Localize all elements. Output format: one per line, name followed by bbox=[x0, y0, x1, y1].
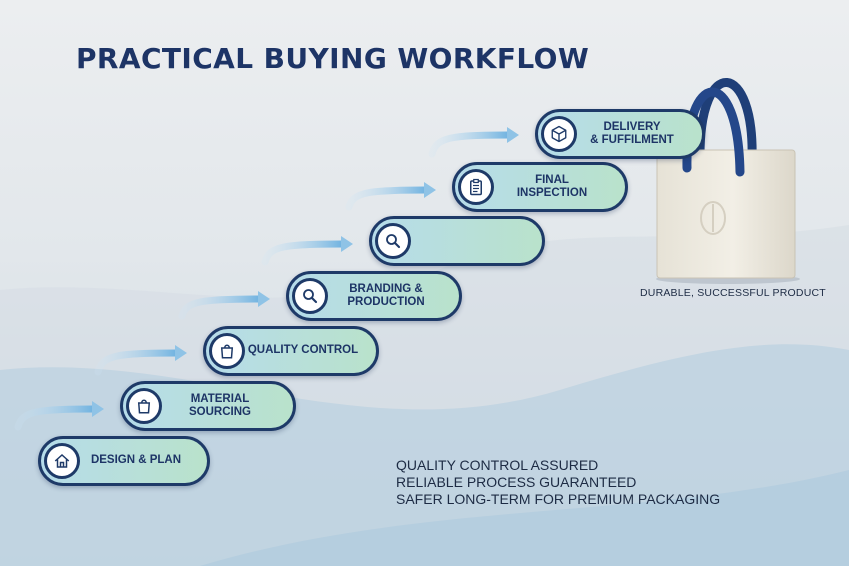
note-line: SAFER LONG-TERM FOR PREMIUM PACKAGING bbox=[396, 491, 721, 507]
step-arrow-head bbox=[258, 291, 270, 307]
step-label: QUALITY CONTROL bbox=[247, 344, 359, 357]
note-line: RELIABLE PROCESS GUARANTEED bbox=[396, 474, 637, 490]
magnifier-icon bbox=[375, 223, 411, 259]
step-blank bbox=[369, 216, 545, 266]
step-arrow bbox=[428, 131, 513, 158]
shopping-bag-icon bbox=[209, 333, 245, 369]
step-arrow bbox=[94, 349, 181, 376]
step-delivery-fulfilment: DELIVERY & FUFFILMENT bbox=[535, 109, 705, 159]
assurance-notes: QUALITY CONTROL ASSURED RELIABLE PROCESS… bbox=[396, 457, 720, 508]
step-arrow-head bbox=[175, 345, 187, 361]
step-final-inspection: FINAL INSPECTION bbox=[452, 162, 628, 212]
step-material-sourcing: MATERIAL SOURCING bbox=[120, 381, 296, 431]
step-label bbox=[410, 219, 528, 263]
step-arrow-head bbox=[341, 236, 353, 252]
step-arrow-head bbox=[92, 401, 104, 417]
step-arrow-head bbox=[424, 182, 436, 198]
step-branding-production: BRANDING & PRODUCTION bbox=[286, 271, 462, 321]
step-label: BRANDING & PRODUCTION bbox=[347, 282, 425, 308]
note-line: QUALITY CONTROL ASSURED bbox=[396, 457, 599, 473]
step-arrow bbox=[178, 295, 264, 320]
step-label: DESIGN & PLAN bbox=[90, 454, 182, 467]
step-label: DELIVERY & FUFFILMENT bbox=[590, 120, 674, 146]
page-title: PRACTICAL BUYING WORKFLOW bbox=[76, 42, 590, 75]
step-label: FINAL INSPECTION bbox=[516, 173, 588, 199]
step-arrow bbox=[14, 405, 98, 431]
step-arrow bbox=[261, 240, 347, 266]
clipboard-icon bbox=[458, 169, 494, 205]
step-arrow-head bbox=[507, 127, 519, 143]
shopping-bag-icon bbox=[126, 388, 162, 424]
step-label: MATERIAL SOURCING bbox=[189, 392, 251, 418]
magnifier-icon bbox=[292, 278, 328, 314]
house-icon bbox=[44, 443, 80, 479]
step-arrows bbox=[14, 127, 519, 431]
step-quality-control: QUALITY CONTROL bbox=[203, 326, 379, 376]
step-arrow bbox=[345, 186, 430, 211]
bag-body bbox=[656, 149, 796, 279]
wave-bottom bbox=[200, 470, 849, 566]
product-caption: DURABLE, SUCCESSFUL PRODUCT bbox=[640, 287, 826, 299]
step-design-plan: DESIGN & PLAN bbox=[38, 436, 210, 486]
package-box-icon bbox=[541, 116, 577, 152]
